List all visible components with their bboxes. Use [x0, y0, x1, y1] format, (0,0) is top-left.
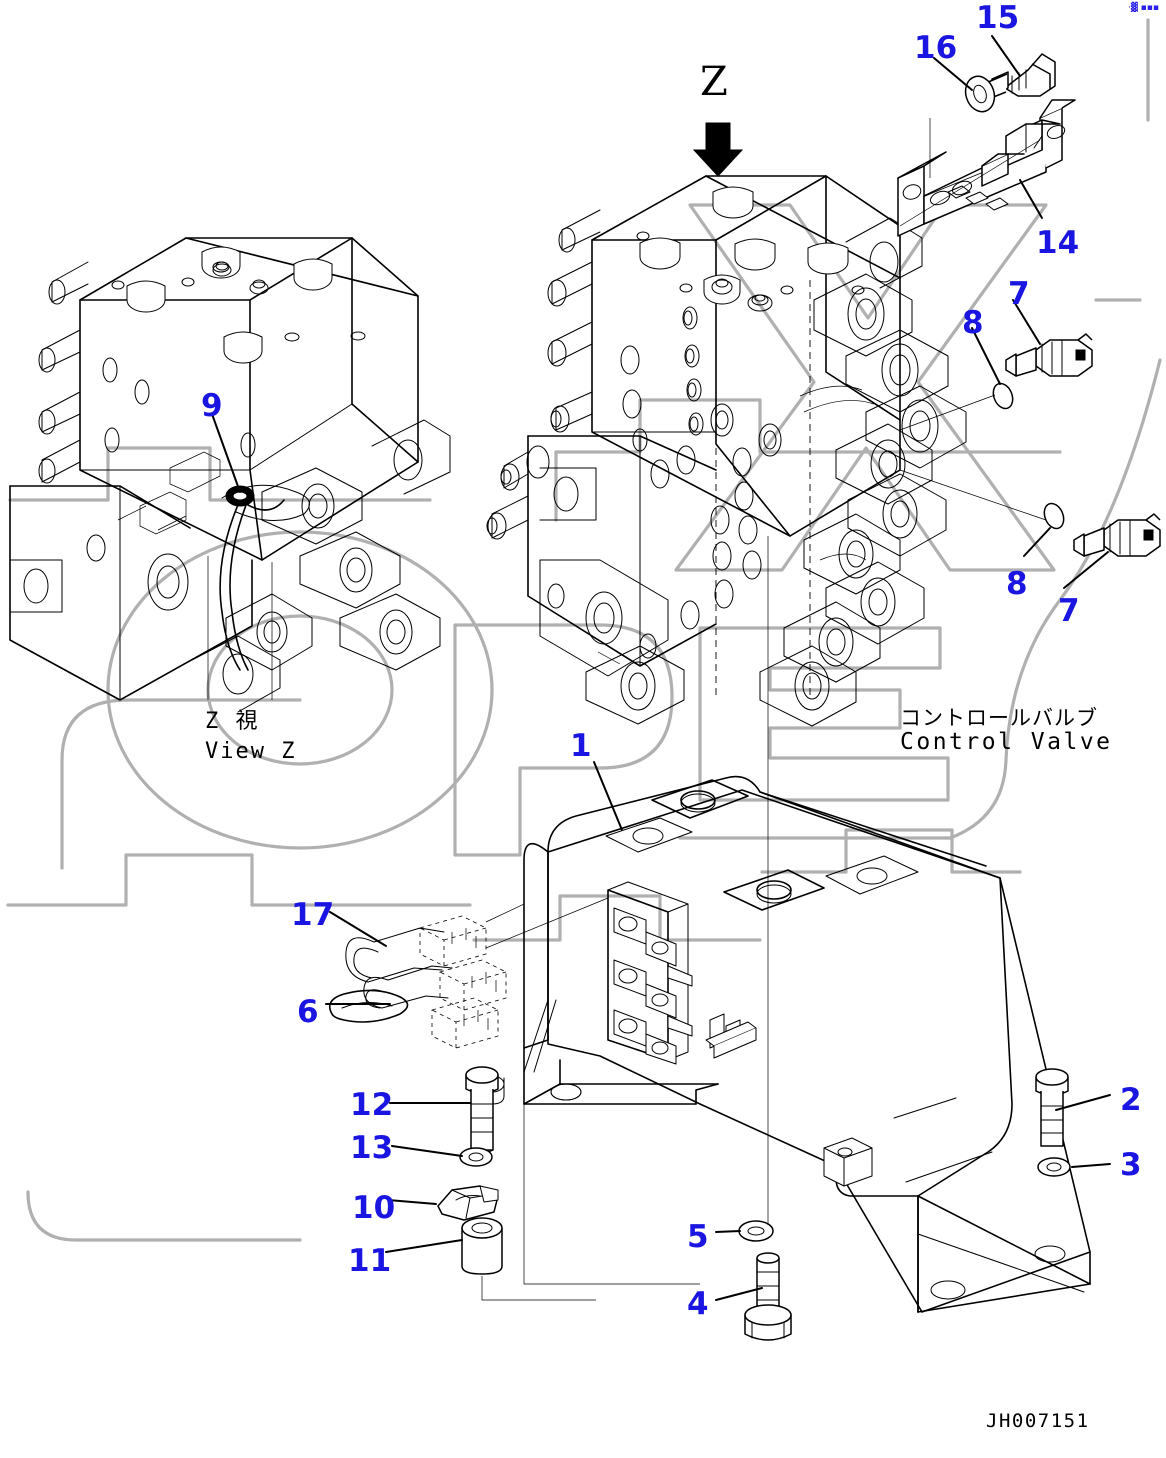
- section-arrow-z: [692, 122, 744, 177]
- callout-8-lower[interactable]: 8: [1006, 566, 1028, 602]
- watermark-opex: [6, 18, 1162, 1242]
- connector-tabs: [645, 931, 693, 1065]
- callout-7-upper[interactable]: 7: [1008, 276, 1030, 312]
- callout-17[interactable]: 17: [291, 897, 335, 933]
- callout-7-lower[interactable]: 7: [1058, 593, 1080, 629]
- control-valve-label-jp: コントロールバルブ: [900, 706, 1098, 730]
- main-valve-top-bolts: [639, 186, 849, 305]
- sensor-bracket-14: [897, 99, 1076, 237]
- detail-view-z-valve: [9, 237, 451, 713]
- clamp-6: [328, 989, 409, 1023]
- callout-3[interactable]: 3: [1120, 1147, 1142, 1183]
- harness-cables: [219, 484, 310, 671]
- callout-12[interactable]: 12: [350, 1087, 394, 1123]
- main-valve-left-spools: [486, 209, 601, 540]
- bolt-lower-4: [744, 1252, 792, 1341]
- harness-connectors: [419, 915, 507, 1049]
- callout-10[interactable]: 10: [352, 1190, 396, 1226]
- callout-2[interactable]: 2: [1120, 1082, 1142, 1118]
- section-letter-z: Z: [700, 59, 728, 105]
- control-valve-label-en: Control Valve: [900, 729, 1113, 755]
- bolt-top-15: [985, 53, 1056, 101]
- view-z-title-en: View Z: [205, 739, 297, 764]
- callout-6[interactable]: 6: [297, 994, 319, 1030]
- callout-15[interactable]: 15: [976, 0, 1020, 36]
- harness-witness-lines: [485, 897, 700, 1285]
- sensor-install-leaders: [899, 139, 1047, 521]
- washer-right-3: [1037, 1157, 1071, 1177]
- callout-9[interactable]: 9: [201, 388, 223, 424]
- bolt-left-12: [465, 1066, 499, 1154]
- leader-lines: [211, 35, 1111, 1301]
- main-valve-face-ports: [620, 306, 782, 630]
- sensor-bracket-assembly: [897, 53, 1076, 237]
- pressure-sensor-upper-assembly: [992, 333, 1093, 410]
- main-valve-right-spools: [759, 217, 967, 727]
- callout-14[interactable]: 14: [1036, 225, 1080, 261]
- washer-top-16: [964, 75, 996, 113]
- bracket-clip-detail: [705, 1013, 757, 1059]
- valve-front-holes: [102, 357, 256, 458]
- callout-13[interactable]: 13: [350, 1130, 394, 1166]
- drawing-number: JH007151: [986, 1410, 1090, 1432]
- connector-mount-plate: [607, 881, 693, 1065]
- washer-left-13: [459, 1147, 493, 1167]
- pressure-sensor-lower-assembly: [1043, 502, 1161, 557]
- main-valve-top-ports: [636, 231, 865, 312]
- callout-8-upper[interactable]: 8: [962, 305, 984, 341]
- collar-spacer-11: [461, 1217, 503, 1275]
- bracket-boss: [823, 1137, 873, 1187]
- collar-witness-line: [481, 1276, 596, 1301]
- valve-top-ports: [111, 261, 366, 342]
- callout-1[interactable]: 1: [570, 728, 592, 764]
- callout-11[interactable]: 11: [348, 1243, 392, 1279]
- view-z-title-jp: Z 視: [205, 709, 260, 734]
- corner-artifact-icon: ·▓ ▪▪▪: [1128, 3, 1159, 13]
- detail-witness-lines: [207, 556, 273, 700]
- main-valve-pilot-lines: [597, 385, 875, 665]
- connector-harness-17: [328, 897, 700, 1285]
- bolt-right-2: [1035, 1068, 1069, 1147]
- o-ring-lower-8: [1043, 502, 1065, 530]
- clip-10: [437, 1185, 499, 1221]
- callout-5[interactable]: 5: [687, 1219, 709, 1255]
- o-ring-upper-8: [992, 382, 1014, 410]
- detail-connectors: [117, 451, 221, 535]
- callout-4[interactable]: 4: [687, 1286, 709, 1322]
- bracket-main-1: [479, 775, 1091, 1313]
- valve-top-bolts: [126, 246, 333, 364]
- bracket-mount-pads: [605, 779, 919, 911]
- main-control-valve: [486, 175, 967, 727]
- callout-16[interactable]: 16: [914, 30, 958, 66]
- valve-left-spools: [38, 261, 89, 484]
- connector-slots: [613, 907, 647, 1047]
